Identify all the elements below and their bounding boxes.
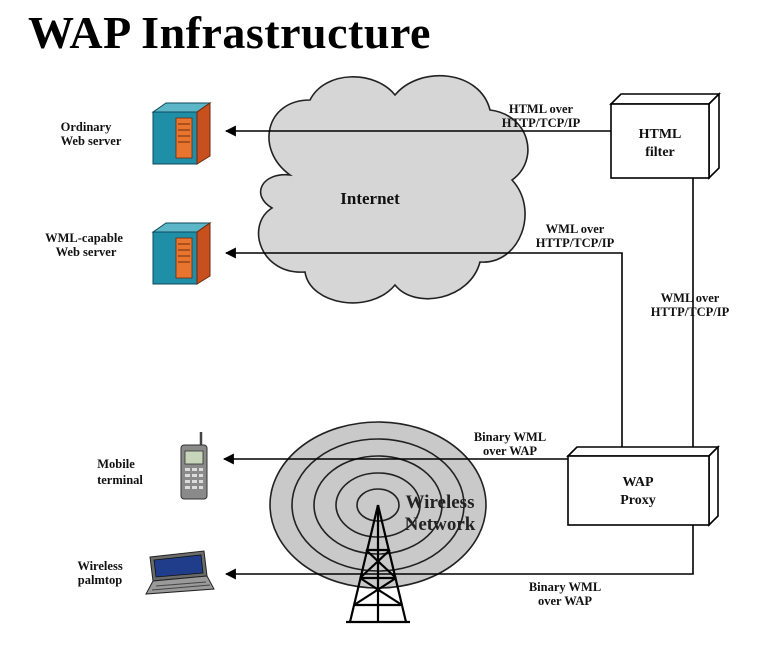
internet-label: Internet	[340, 189, 400, 208]
html-filter-box: HTML filter	[609, 92, 721, 180]
ordinary-server-icon	[151, 102, 212, 165]
mobile-terminal-label-1: Mobile	[97, 457, 135, 471]
html-filter-label-1: HTML	[639, 127, 682, 142]
edge-proxy-to-palmtop	[224, 524, 694, 580]
wml-server-label-1: WML-capable	[45, 231, 123, 245]
ordinary-server-label-2: Web server	[61, 134, 122, 148]
wml-server-label-2: Web server	[56, 245, 117, 259]
palmtop-laptop-icon	[145, 550, 215, 595]
mobile-phone-icon	[180, 432, 208, 500]
palmtop-label-2: palmtop	[78, 573, 123, 587]
palmtop-label-1: Wireless	[77, 559, 123, 573]
ordinary-server-label-1: Ordinary	[61, 120, 112, 134]
antenna-tower-icon	[346, 504, 410, 624]
wireless-network-label-2: Network	[405, 514, 476, 535]
wml-server-icon	[151, 222, 212, 285]
edge-label-wml-filter-2: HTTP/TCP/IP	[651, 305, 730, 319]
html-filter-label-2: filter	[645, 145, 675, 160]
edge-label-html-2: HTTP/TCP/IP	[502, 116, 581, 130]
edge-label-wml-2: HTTP/TCP/IP	[536, 236, 615, 250]
wap-proxy-label-1: WAP	[622, 475, 654, 490]
edge-label-html-1: HTML over	[509, 102, 574, 116]
internet-cloud: Internet	[257, 74, 529, 304]
edge-label-bin-mobile-2: over WAP	[483, 444, 537, 458]
edge-labels: HTML over HTTP/TCP/IP WML over HTTP/TCP/…	[474, 102, 730, 608]
edge-label-bin-palmtop-2: over WAP	[538, 594, 592, 608]
edge-label-bin-mobile-1: Binary WML	[474, 430, 546, 444]
connections	[222, 125, 694, 580]
edge-label-wml-1: WML over	[546, 222, 605, 236]
edge-proxy-to-wml-server	[224, 247, 623, 447]
wireless-network-label-1: Wireless	[406, 492, 475, 513]
page-title: WAP Infrastructure	[28, 7, 431, 58]
wap-proxy-box: WAP Proxy	[566, 445, 720, 527]
mobile-terminal-label-2: terminal	[97, 473, 143, 487]
edge-label-bin-palmtop-1: Binary WML	[529, 580, 601, 594]
edge-label-wml-filter-1: WML over	[661, 291, 720, 305]
wap-proxy-label-2: Proxy	[620, 493, 656, 508]
